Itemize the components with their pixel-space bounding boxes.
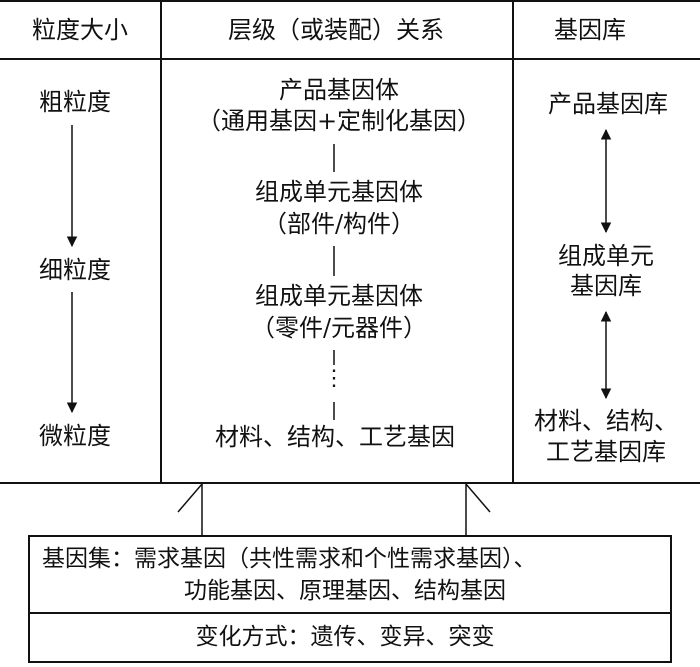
granularity-fine: 细粒度 bbox=[39, 256, 111, 284]
header-library: 基因库 bbox=[554, 16, 626, 44]
variation-methods: 变化方式：遗传、变异、突变 bbox=[195, 624, 495, 650]
gene-set-line2: 功能基因、原理基因、结构基因 bbox=[184, 578, 506, 604]
column-divider-right bbox=[512, 0, 514, 484]
hierarchy-ellipsis: ⋮ bbox=[323, 366, 345, 391]
component-unit-gene-body-2-note: （零件/元器件） bbox=[250, 314, 428, 342]
table-top-border bbox=[0, 0, 700, 2]
component-unit-gene-body-1-note: （部件/构件） bbox=[262, 210, 416, 238]
product-gene-body: 产品基因体 bbox=[279, 76, 399, 104]
component-unit-gene-body-2: 组成单元基因体 bbox=[255, 282, 423, 310]
base-gene-library-line2: 工艺基因库 bbox=[546, 438, 666, 466]
bracket-right-leg bbox=[465, 481, 491, 536]
bracket-left-leg bbox=[177, 481, 203, 536]
granularity-coarse: 粗粒度 bbox=[39, 88, 111, 116]
product-gene-library: 产品基因库 bbox=[548, 90, 668, 118]
granularity-micro: 微粒度 bbox=[39, 422, 111, 450]
unit-gene-library-line2: 基因库 bbox=[570, 272, 642, 300]
material-structure-process-genes: 材料、结构、工艺基因 bbox=[215, 423, 455, 451]
column-divider-left bbox=[160, 0, 162, 484]
gene-set-line1: 基因集：需求基因（共性需求和个性需求基因）、 bbox=[42, 546, 537, 572]
base-gene-library-line1: 材料、结构、 bbox=[534, 407, 678, 435]
header-hierarchy: 层级（或装配）关系 bbox=[228, 16, 444, 44]
component-unit-gene-body-1: 组成单元基因体 bbox=[255, 178, 423, 206]
unit-gene-library-line1: 组成单元 bbox=[558, 242, 654, 270]
header-granularity: 粒度大小 bbox=[32, 16, 128, 44]
gene-set-box bbox=[28, 535, 672, 663]
table-bottom-border bbox=[0, 482, 700, 484]
product-gene-body-note: （通用基因+定制化基因） bbox=[196, 107, 482, 135]
header-divider bbox=[0, 58, 700, 60]
